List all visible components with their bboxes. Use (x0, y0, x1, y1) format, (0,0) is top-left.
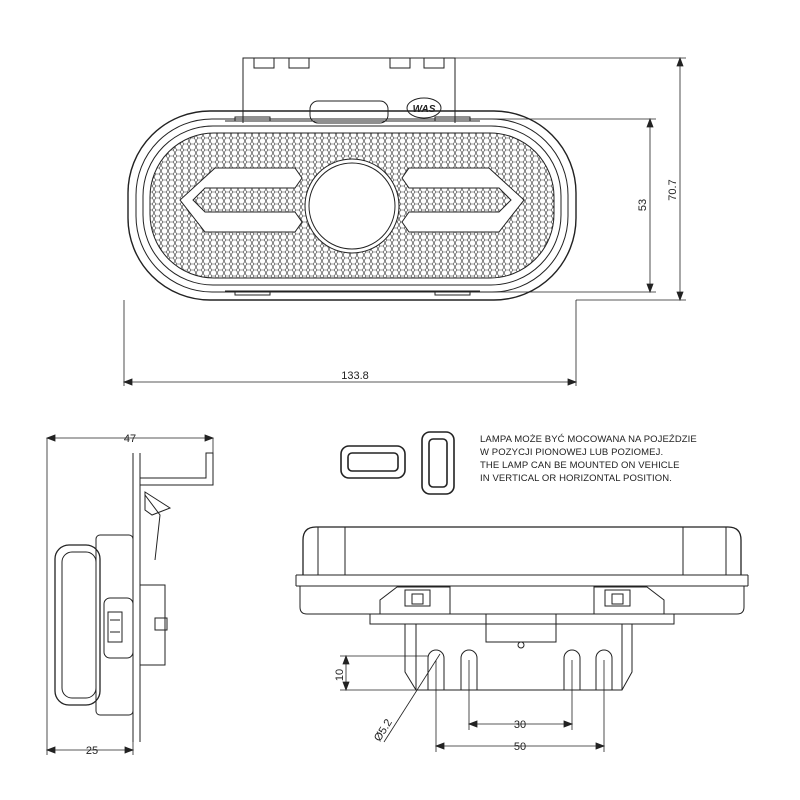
dimension-lines-front (122, 56, 686, 386)
lamp-housing (127, 110, 577, 301)
dim-depth-top-label: 47 (124, 433, 136, 445)
horizontal-orientation-icon (340, 445, 406, 479)
dimension-lines-bottom (340, 653, 606, 752)
light-guide-left (179, 167, 303, 233)
side-view: 47 25 (45, 433, 215, 757)
mounting-note: LAMPA MOŻE BYĆ MOCOWANA NA POJEŹDZIE W P… (480, 433, 780, 485)
dim-height-inner-label: 53 (637, 199, 649, 211)
note-en-line2: IN VERTICAL OR HORIZONTAL POSITION. (480, 473, 672, 484)
dimension-lines-side (45, 434, 215, 755)
note-pl-line1: LAMPA MOŻE BYĆ MOCOWANA NA POJEŹDZIE (480, 434, 697, 445)
light-guide-right (401, 167, 525, 233)
dim-depth-bottom-label: 25 (86, 745, 98, 757)
center-lens (304, 158, 400, 254)
dim-hole-offset-label: 10 (334, 669, 346, 681)
mounting-bracket (242, 57, 456, 124)
note-pl-line2: W POZYCJI PIONOWEJ LUB POZIOMEJ. (480, 447, 664, 458)
orientation-icons (340, 431, 455, 495)
vertical-orientation-icon (421, 431, 455, 495)
note-en-line1: THE LAMP CAN BE MOUNTED ON VEHICLE (480, 460, 680, 471)
dim-hole-pitch-outer-label: 50 (514, 741, 526, 753)
svg-text:WAS: WAS (413, 104, 436, 115)
front-view: WAS (122, 56, 686, 386)
was-logo: WAS (406, 97, 442, 119)
dim-width-label: 133.8 (341, 370, 369, 382)
bottom-view: 10 30 50 Ø5.2 (295, 526, 749, 753)
dim-hole-pitch-inner-label: 30 (514, 719, 526, 731)
lamp-lens (149, 132, 555, 279)
dim-height-outer-label: 70.7 (667, 179, 679, 200)
